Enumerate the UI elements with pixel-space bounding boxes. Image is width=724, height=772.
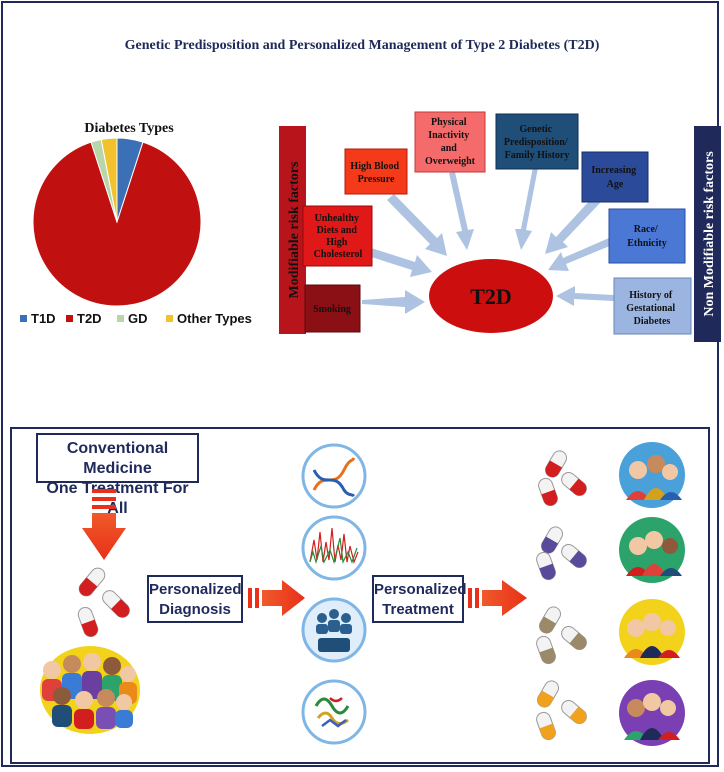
factor-genetic: [495, 113, 579, 170]
pie-chart: Diabetes Types T1D T2D GD Other Types: [20, 121, 252, 326]
legend-swatch-other-types: [166, 315, 173, 322]
treatment-line-1: Personalized: [374, 581, 467, 598]
factor-inactivity: [414, 111, 486, 173]
pills-orange-icon: [536, 680, 587, 741]
non-modifiable-risk-label: Non Modifiable risk factors: [702, 151, 717, 317]
pills-purple-icon: [536, 526, 587, 581]
modifiable-label-bg: [279, 126, 306, 334]
protein-structure-icon: [301, 679, 367, 745]
diagnosis-line-2: Diagnosis: [159, 601, 231, 618]
arrow-to-treatments: [468, 580, 527, 616]
pie-slice-other-types: [100, 137, 118, 223]
factor-age: [581, 151, 649, 203]
conventional-line-2: One Treatment For All: [46, 480, 189, 517]
t2d-center-label: T2D: [470, 284, 512, 309]
legend-swatch-gd: [117, 315, 124, 322]
pills-red-icon: [538, 450, 587, 507]
factor-gestational-label: History of Gestational Diabetes: [626, 290, 677, 327]
legend-swatch-t2d: [66, 315, 73, 322]
factor-race-label: Race/ Ethnicity: [627, 224, 666, 249]
factor-bp-label: High Blood Pressure: [350, 161, 401, 185]
risk-factor-diagram: Modifiable risk factors Non Modifiable r…: [279, 111, 721, 342]
personalized-diagnosis-box: Personalized Diagnosis: [147, 575, 243, 623]
arrow-race: [548, 238, 612, 271]
patient-group-1-icon: [619, 442, 685, 508]
non-modifiable-label-bg: [694, 126, 721, 342]
factor-bp: [344, 148, 408, 195]
pie-slices: [32, 137, 202, 307]
legend-label-t2d: T2D: [77, 311, 102, 326]
modifiable-risk-label: Modifiable risk factors: [287, 161, 302, 298]
arrow-smoking: [362, 290, 425, 314]
personalized-medicine-panel: [10, 427, 710, 764]
patient-group-3-icon: [619, 599, 685, 665]
factor-diets: [302, 205, 373, 267]
factor-smoking-label: Smoking: [313, 304, 351, 315]
pills-olive-icon: [536, 606, 587, 665]
gene-sequence-icon: [301, 515, 367, 581]
arrow-inactivity: [449, 172, 474, 250]
diagnosis-line-1: Personalized: [149, 581, 242, 598]
t2d-center: [429, 259, 553, 333]
conventional-pills-icon: [77, 567, 130, 638]
pie-slice-t2d: [32, 141, 202, 307]
arrow-gestational: [556, 286, 614, 306]
factor-race: [608, 208, 686, 264]
factor-age-label: Increasing Age: [591, 165, 638, 190]
arrow-genetic: [515, 167, 538, 250]
legend-label-t1d: T1D: [31, 311, 56, 326]
factor-diets-label: Unhealthy Diets and High Cholesterol: [314, 213, 363, 260]
conventional-medicine-box: Conventional Medicine One Treatment For …: [36, 433, 199, 517]
factor-genetic-label: Genetic Predisposition/ Family History: [504, 124, 570, 161]
conventional-line-1: Conventional Medicine: [66, 440, 169, 477]
genomics-people-icon: [301, 597, 367, 663]
legend-label-gd: GD: [128, 311, 148, 326]
pie-title: Diabetes Types: [84, 121, 174, 136]
legend-swatch-t1d: [20, 315, 27, 322]
figure-title: Genetic Predisposition and Personalized …: [124, 38, 600, 53]
factor-gestational: [613, 277, 692, 335]
down-arrow: [82, 489, 126, 560]
factor-inactivity-label: Physical Inactivity and Overweight: [425, 117, 476, 167]
crowd-of-people-icon: [40, 646, 140, 734]
patient-group-4-icon: [619, 680, 685, 746]
arrow-bp: [387, 194, 447, 256]
personalized-treatment-box: Personalized Treatment: [372, 575, 467, 623]
factor-smoking: [304, 284, 361, 333]
patient-group-2-icon: [619, 517, 685, 583]
pie-legend: T1D T2D GD Other Types: [20, 311, 252, 326]
dna-icon: [301, 443, 367, 509]
legend-label-other-types: Other Types: [177, 311, 252, 326]
arrow-to-tests: [248, 580, 305, 616]
treatment-line-2: Treatment: [382, 601, 454, 618]
arrow-age: [545, 197, 600, 254]
